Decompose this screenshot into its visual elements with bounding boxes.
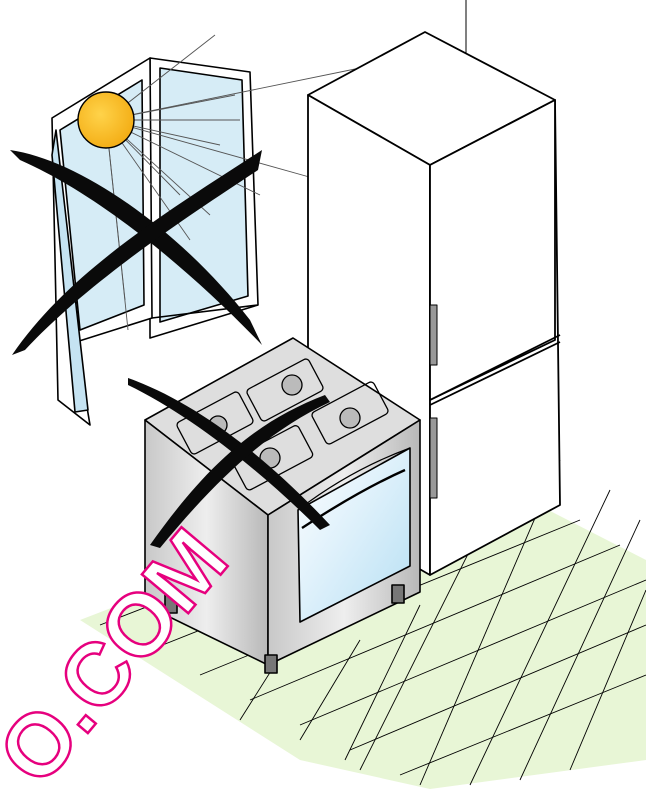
- installation-diagram: O.COM: [0, 0, 646, 789]
